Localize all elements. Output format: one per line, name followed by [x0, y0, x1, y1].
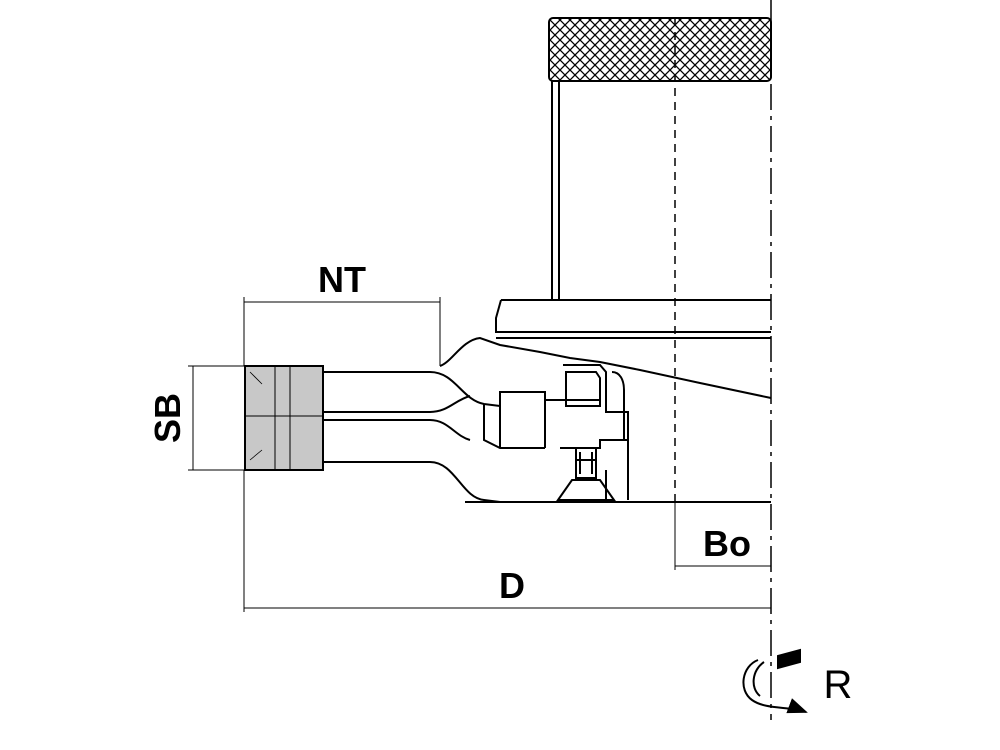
nt-dimension [243, 297, 441, 366]
sb-dimension [188, 365, 245, 471]
flange-plate [495, 299, 771, 339]
knurled-grip [548, 17, 772, 82]
d-dimension [243, 470, 771, 612]
bo-dimension [674, 502, 771, 570]
d-label: D [499, 565, 525, 606]
rotation-arrow-icon [742, 648, 808, 714]
bo-label: Bo [703, 523, 751, 564]
cutting-knife [244, 365, 324, 471]
spindle-body [551, 81, 560, 300]
nt-label: NT [318, 259, 366, 300]
r-label: R [824, 663, 853, 707]
clamp-screw [556, 447, 616, 501]
cutter-body [439, 336, 772, 503]
sb-label: SB [147, 393, 188, 443]
blade-holder [323, 371, 600, 503]
center-axis [674, 0, 772, 720]
